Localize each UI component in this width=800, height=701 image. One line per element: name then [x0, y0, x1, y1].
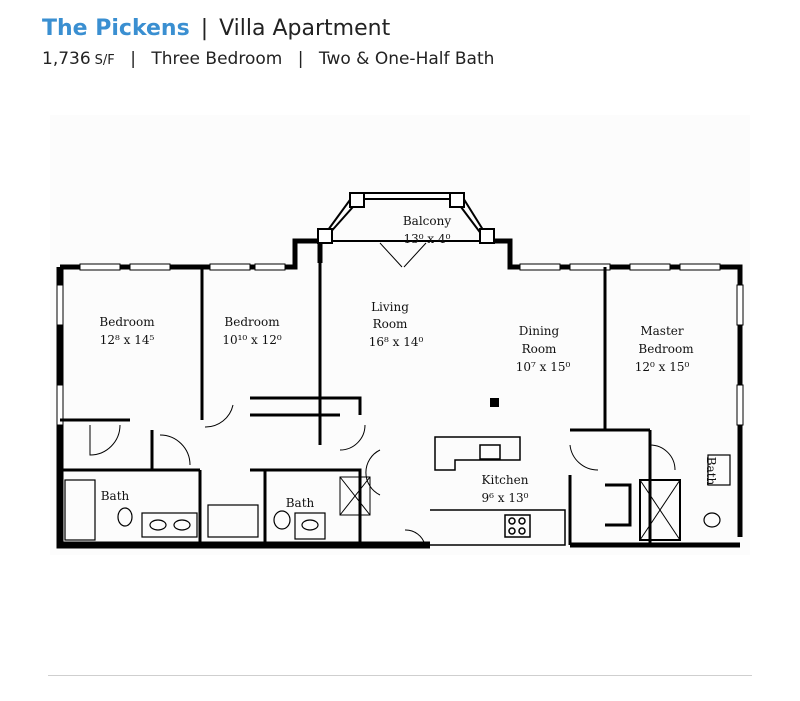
kitchen-dimensions: 9⁶ x 13⁰ — [482, 491, 529, 505]
bedroom-2-dimensions: 10¹⁰ x 12⁰ — [222, 333, 282, 347]
bath-3-name: Bath — [704, 457, 718, 486]
living-room-dimensions: 16⁸ x 14⁰ — [369, 335, 424, 349]
bedroom-2-name: Bedroom — [224, 315, 280, 329]
spec-separator: | — [297, 49, 304, 69]
square-footage: 1,736 — [42, 49, 91, 69]
kitchen-name: Kitchen — [482, 473, 529, 487]
unit-type: Villa Apartment — [219, 16, 391, 41]
balcony — [317, 192, 495, 268]
kitchen-counter — [430, 436, 566, 546]
floor-plan-drawing: Balcony 13⁰ x 4⁰ Bedroom 12⁸ x 14⁵ Bedro… — [56, 192, 744, 549]
living-room-name-line1: Living — [371, 300, 409, 314]
doors — [89, 404, 676, 546]
balcony-dimensions: 13⁰ x 4⁰ — [404, 232, 451, 246]
bath-fixtures — [64, 454, 731, 541]
bedroom-1-dimensions: 12⁸ x 14⁵ — [100, 333, 155, 347]
column — [490, 398, 499, 407]
dining-room-dimensions: 10⁷ x 15⁰ — [516, 360, 571, 374]
master-bedroom-dimensions: 12⁰ x 15⁰ — [635, 360, 690, 374]
bath-2-name: Bath — [286, 496, 315, 510]
title-separator: | — [200, 16, 209, 41]
square-footage-unit: S/F — [94, 53, 115, 68]
bedroom-1-name: Bedroom — [99, 315, 155, 329]
floor-plan: Balcony 13⁰ x 4⁰ Bedroom 12⁸ x 14⁵ Bedro… — [50, 115, 750, 555]
interior-walls — [60, 267, 681, 545]
plan-name: The Pickens — [42, 16, 190, 41]
master-bedroom-name-line1: Master — [640, 324, 684, 338]
title-line: The Pickens | Villa Apartment — [42, 14, 494, 44]
exterior-walls — [56, 238, 743, 549]
living-room-name-line2: Room — [373, 317, 408, 331]
spec-separator: | — [130, 49, 136, 69]
footer-divider — [48, 675, 752, 676]
master-bedroom-name-line2: Bedroom — [638, 342, 694, 356]
dining-room-name-line2: Room — [522, 342, 557, 356]
bath-1-name: Bath — [101, 489, 130, 503]
windows — [56, 263, 744, 426]
dining-room-name-line1: Dining — [519, 324, 560, 338]
bath-count: Two & One-Half Bath — [318, 49, 495, 69]
bedroom-count: Three Bedroom — [151, 49, 283, 69]
balcony-name: Balcony — [403, 214, 451, 228]
